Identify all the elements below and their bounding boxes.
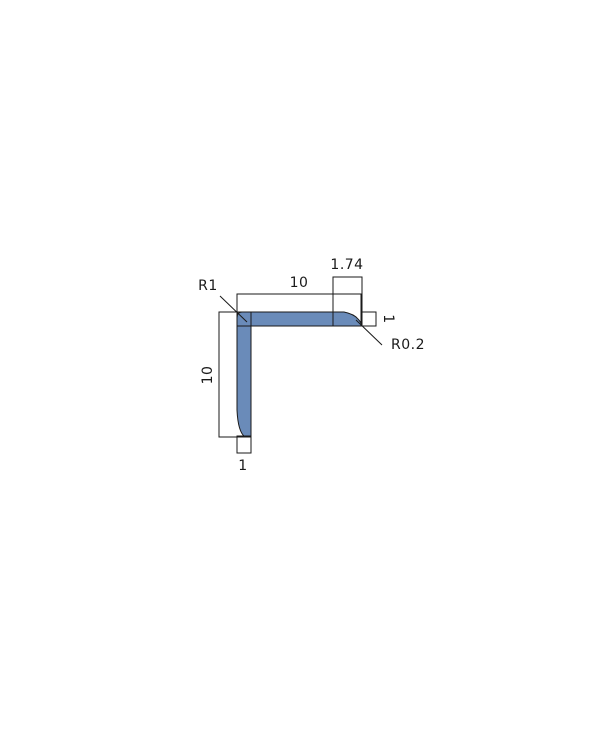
angle-profile-shape [236,311,363,438]
label-bottom-thickness: 1 [238,458,247,474]
label-tip-radius: R0.2 [391,337,425,353]
dim-box-horizontal-length [236,293,362,327]
label-inner-radius: R1 [198,278,218,294]
dim-box-vertical-length [218,311,252,438]
dim-box-end-width [332,276,363,327]
label-top-thickness: 1 [380,314,396,323]
leader-inner-radius [219,295,248,323]
label-vertical-length: 10 [200,366,216,385]
leader-tip-radius [355,319,383,346]
dim-box-top-thickness [360,311,377,327]
label-end-width: 1.74 [330,257,363,273]
dim-box-bottom-thickness [236,435,252,454]
label-horizontal-length: 10 [290,275,309,291]
